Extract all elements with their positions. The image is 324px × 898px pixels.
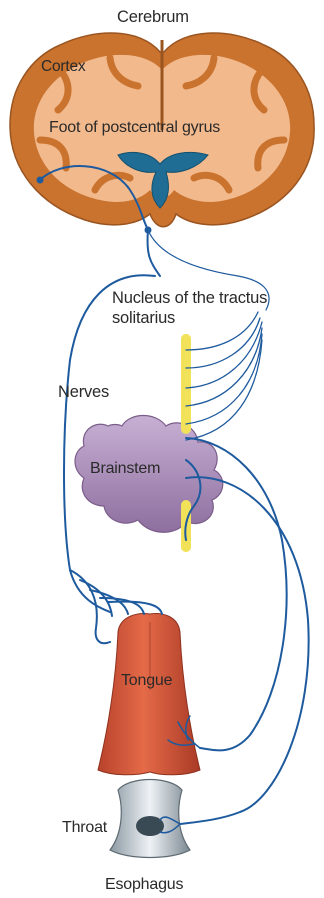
- tongue-base-branch: [70, 570, 110, 643]
- label-cortex: Cortex: [41, 57, 85, 76]
- nucleus-stripe-front: [181, 334, 191, 434]
- label-nerves: Nerves: [58, 383, 109, 402]
- label-tongue: Tongue: [121, 671, 172, 690]
- nucleus-branch: [186, 340, 262, 440]
- label-cerebrum: Cerebrum: [117, 8, 189, 27]
- upper-descending-fiber: [148, 230, 161, 276]
- label-nucleus-line1: Nucleus of the tractus: [112, 289, 267, 308]
- nucleus-branch: [186, 334, 262, 424]
- label-throat: Throat: [62, 818, 107, 837]
- thalamus-dot: [145, 227, 152, 234]
- label-esophagus: Esophagus: [105, 875, 183, 894]
- label-brainstem: Brainstem: [90, 459, 160, 478]
- cortex-terminal-dot: [37, 177, 44, 184]
- label-foot-postcentral-gyrus: Foot of postcentral gyrus: [49, 118, 220, 137]
- tongue: [98, 614, 200, 775]
- nucleus-branch: [186, 312, 258, 350]
- label-nucleus-line2: solitarius: [112, 309, 175, 328]
- right-nerve-throat: [180, 477, 309, 824]
